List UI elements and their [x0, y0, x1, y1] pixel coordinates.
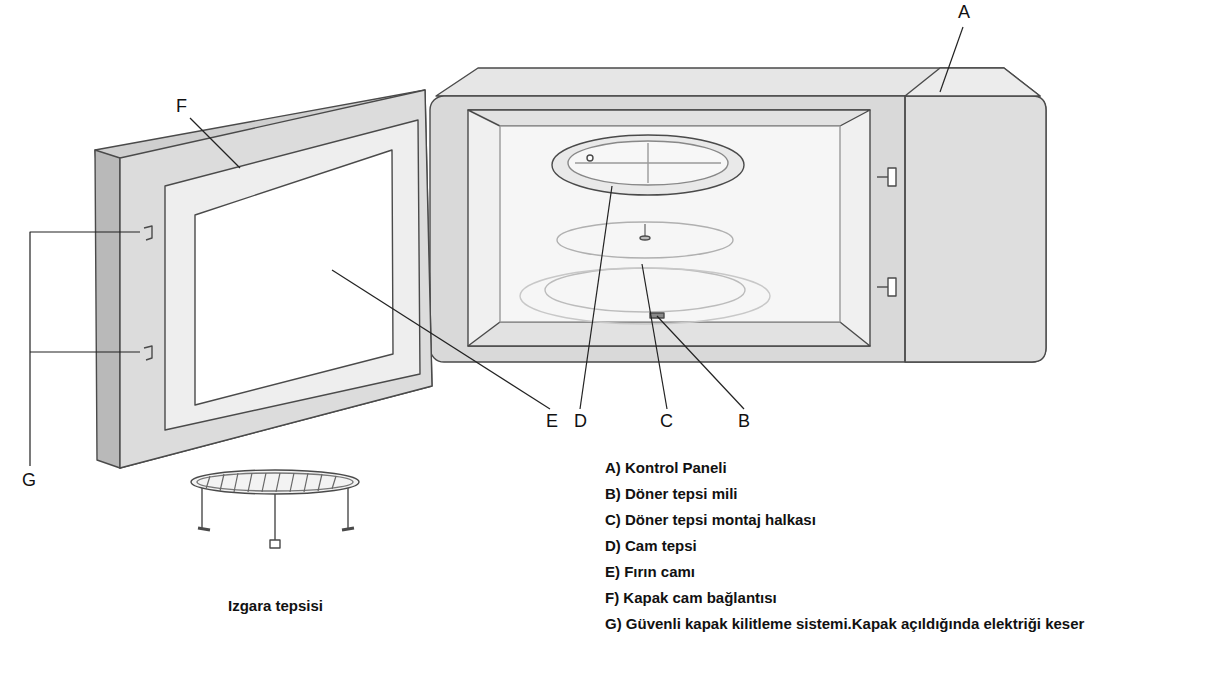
callout-letter: F [176, 96, 187, 116]
part-name: F) Kapak cam bağlantısı [605, 588, 777, 608]
callout-letter: C [660, 411, 673, 431]
accessory-name: Izgara tepsisi [228, 596, 323, 616]
part-name: E) Fırın camı [605, 562, 695, 582]
part-name: A) Kontrol Paneli [605, 458, 727, 478]
callout-letter: A [958, 2, 970, 22]
callout-letter: B [738, 411, 750, 431]
part-name: G) Güvenli kapak kilitleme sistemi.Kapak… [605, 614, 1185, 634]
part-name: B) Döner tepsi mili [605, 484, 738, 504]
part-name: C) Döner tepsi montaj halkası [605, 510, 816, 530]
callout-letter: G [22, 470, 36, 490]
callout-letter: D [574, 411, 587, 431]
part-name: D) Cam tepsi [605, 536, 697, 556]
callout-letter: E [546, 411, 558, 431]
